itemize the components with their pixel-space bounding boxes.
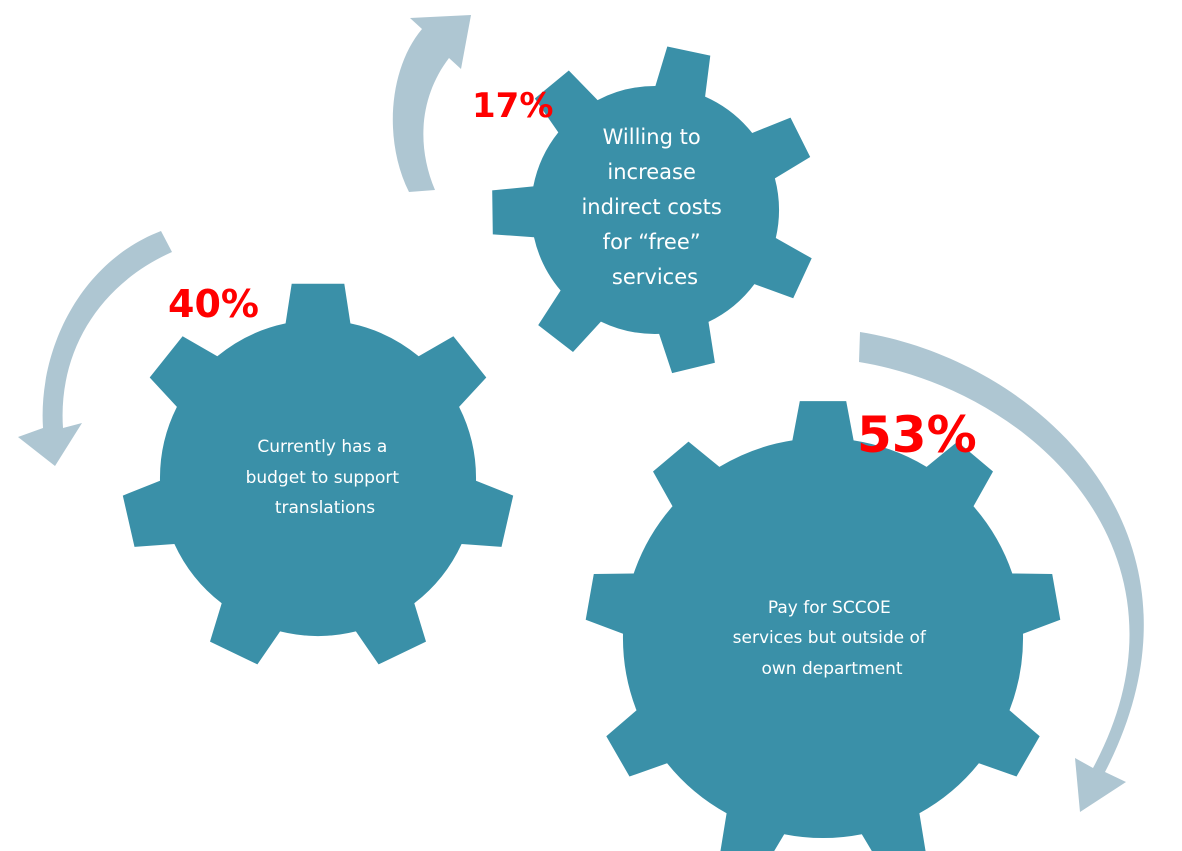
gear-indirect-costs-line-4: for “free” (603, 230, 701, 254)
gear-indirect-costs-line-5: services (612, 265, 698, 289)
percentage-indirect-costs: 17% (472, 86, 553, 126)
gear-budget-line-1: Currently has a (257, 437, 387, 457)
cycle-arrow-left (18, 231, 172, 466)
gear-pay-outside-line-3: own department (761, 659, 902, 679)
percentage-budget: 40% (168, 282, 259, 326)
gear-pay-outside-line-2: services but outside of (733, 628, 927, 648)
gear-indirect-costs-line-1: Willing to (603, 125, 701, 149)
gear-indirect-costs-line-2: increase (607, 160, 696, 184)
gear-indirect-costs-line-3: indirect costs (581, 195, 721, 219)
gear-indirect-costs-label: Willing to increase indirect costs for “… (581, 125, 728, 289)
gear-pay-outside-line-1: Pay for SCCOE (768, 598, 891, 618)
gear-budget-line-3: translations (275, 498, 375, 518)
gear-budget (122, 283, 514, 665)
gear-pay-outside (585, 401, 1061, 851)
gear-indirect-costs (492, 46, 812, 374)
gear-budget-label: Currently has a budget to support transl… (246, 437, 405, 518)
cycle-arrow-top (392, 15, 471, 192)
cycle-arrow-right (859, 332, 1144, 812)
gear-pay-outside-label: Pay for SCCOE services but outside of ow… (733, 598, 932, 679)
gear-budget-line-2: budget to support (246, 468, 400, 488)
percentage-pay-outside: 53% (857, 406, 977, 464)
